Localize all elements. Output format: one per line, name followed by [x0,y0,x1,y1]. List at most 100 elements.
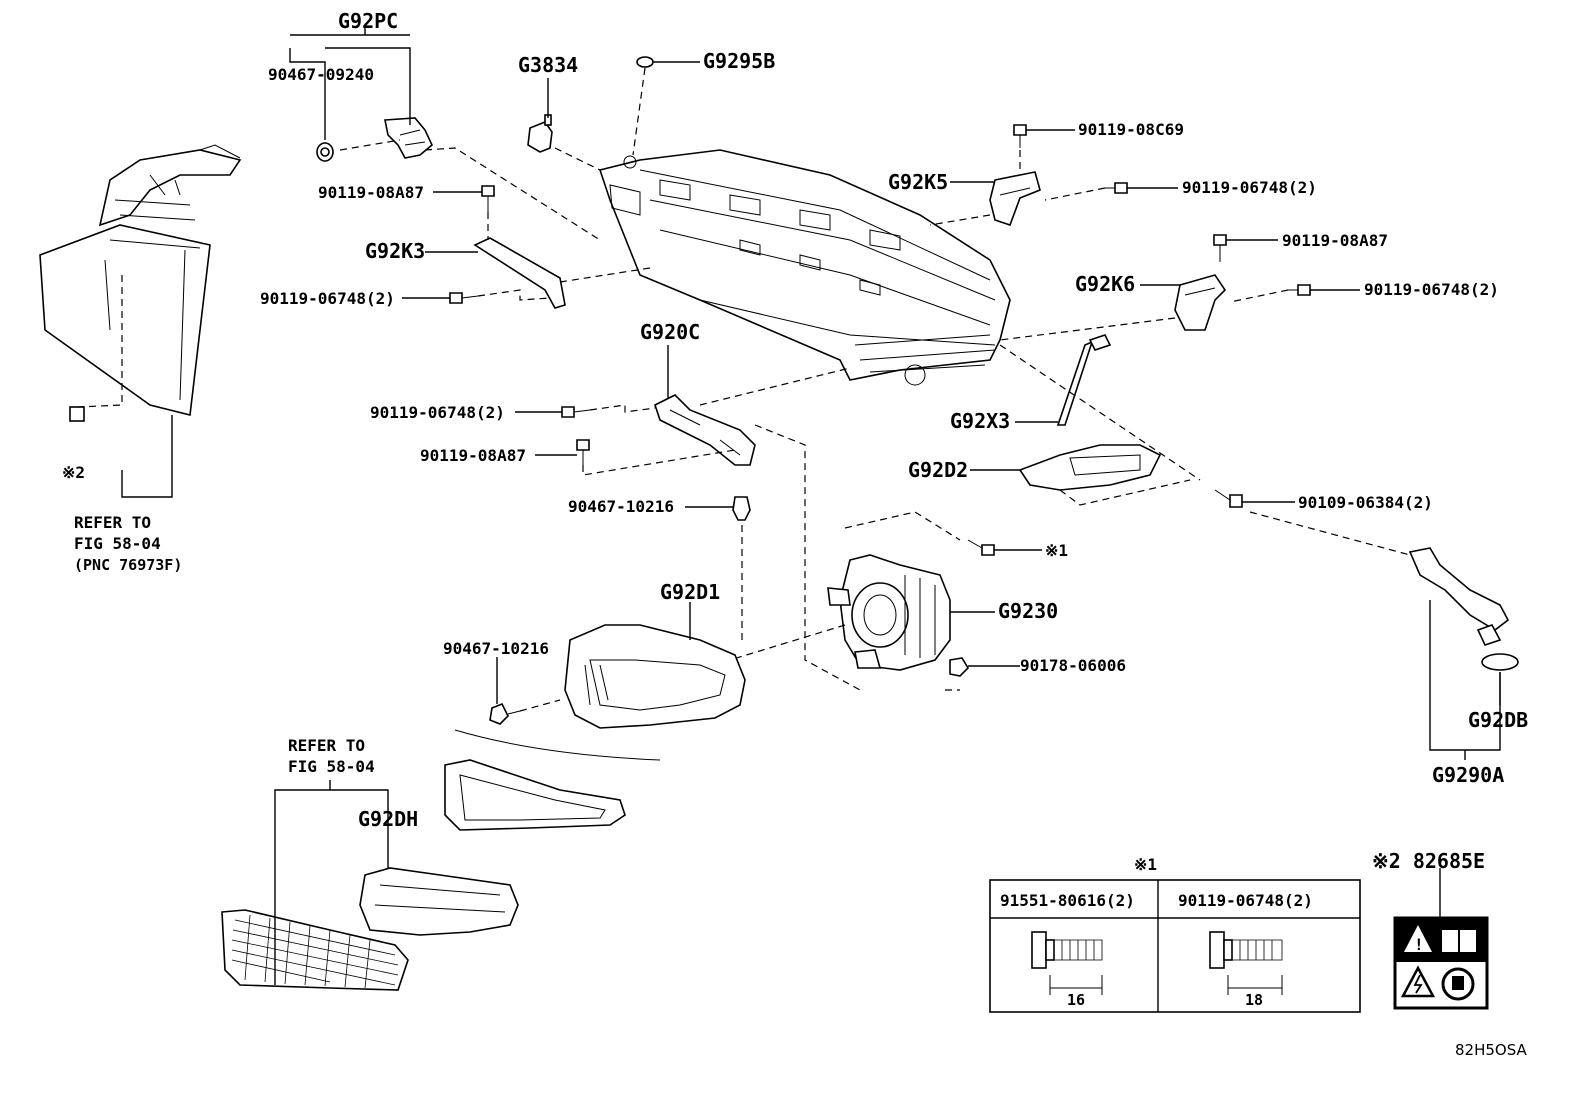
dash-fan-duct [729,624,846,661]
label-g92k5: G92K5 [888,170,948,194]
g92pc-bracket [384,117,433,159]
bolt-90119-06748-a [1105,182,1128,194]
svg-text:!: ! [1414,935,1424,954]
dash-90467-10216-b [519,699,561,712]
label-g92dh: G92DH [358,807,418,831]
fastener-table [989,879,1361,1013]
refer1-line3: (PNC 76973F) [74,556,182,574]
figure-code: 82H5OSA [1455,1041,1528,1059]
g92dh-filter [359,867,519,936]
table-col2-dim: 18 [1245,991,1263,1009]
label-90119-06748-b: 90119-06748(2) [260,289,395,308]
label-90109-06384: 90109-06384(2) [1298,493,1433,512]
g92pc-top-bracket [290,28,410,36]
table-col1-dim: 16 [1067,991,1085,1009]
nut-90178-06006 [949,657,970,677]
g9295b-dash [632,67,646,156]
bolt-icon-18 [1209,931,1283,995]
label-g3834: G3834 [518,53,578,77]
refer2-line1: REFER TO [288,736,365,755]
label-90119-08a87-c: 90119-08A87 [420,446,526,465]
bolt-90119-08A87-c [576,439,590,465]
refer1-line2: FIG 58-04 [74,534,161,553]
dash-g92k3 [477,267,651,301]
label-g92k3: G92K3 [365,239,425,263]
label-note2-ref: ※2 [62,463,85,482]
g9230-blower [827,554,951,671]
label-g92x3: G92X3 [950,409,1010,433]
lead-g9290a [1429,600,1501,760]
label-g9290a: G9290A [1432,763,1504,787]
label-box-title: ※2 82685E [1372,849,1485,873]
clip-90467-09240 [316,142,334,162]
dash-g92d2 [999,344,1201,506]
table-title: ※1 [1134,855,1157,874]
bolt-90119-08A87-a [481,185,495,212]
bolt-90119-06748-c [1288,284,1311,296]
label-90119-06748-a: 90119-06748(2) [1182,178,1317,197]
dash-g920c [589,367,851,413]
label-90467-09240: 90467-09240 [268,65,374,84]
battery-assembly [598,149,1011,386]
label-90119-08c69: 90119-08C69 [1078,120,1184,139]
bolt-90119-06748-b [449,292,479,304]
g9290a-harness [1408,547,1510,646]
warning-label-82685e: ! [1393,868,1489,1010]
dash-g92k5 [929,187,1106,226]
table-col2-part: 90119-06748(2) [1178,891,1313,910]
grille-outline-curve [454,729,661,761]
g92d2-duct [1018,444,1162,491]
g3834-bracket [527,114,553,153]
dash-fan-frame-top [844,511,961,691]
label-g92d2: G92D2 [908,458,968,482]
label-90178-06006: 90178-06006 [1020,656,1126,675]
bolt-90109-06384 [1214,489,1243,508]
g92k3-bracket [473,237,566,309]
label-g920c: G920C [640,320,700,344]
refer2-line2: FIG 58-04 [288,757,375,776]
label-90119-06748-c: 90119-06748(2) [1364,280,1499,299]
label-g92db: G92DB [1468,708,1528,732]
g92x3-rod [1056,334,1112,426]
refer2-bracket [274,780,389,985]
g92d1-duct [564,624,746,729]
dash-fan-frame-left [754,424,861,691]
g9295b-part [636,56,654,68]
refer1-bracket [121,415,173,498]
g92pc-dash [339,139,601,241]
label-note1-ref: ※1 [1045,541,1068,560]
grille-seal [444,759,626,831]
dash-g92k6 [999,289,1289,341]
refer1-line1: REFER TO [74,513,151,532]
g920c-bracket [654,394,756,466]
label-90467-10216-a: 90467-10216 [568,497,674,516]
g92db-grommet [1481,653,1519,671]
clip-90467-10216-b [489,702,521,725]
label-90119-06748-d: 90119-06748(2) [370,403,505,422]
label-g92pc: G92PC [338,9,398,33]
dash-08A87-c [582,449,736,476]
rear-grille [221,909,409,991]
shock-hazard-icon [1400,965,1436,998]
g92k6-bracket [1174,274,1227,331]
label-90119-08a87-a: 90119-08A87 [318,183,424,202]
table-col1-part: 91551-80616(2) [1000,891,1135,910]
g92pc-leader [289,47,411,140]
bolt-90119-08C69 [1013,124,1027,148]
g3834-dash [554,147,601,171]
bolt-icon-16 [1031,931,1103,995]
label-90119-08a87-b: 90119-08A87 [1282,231,1388,250]
clip-90467-10216-a [732,496,751,521]
label-g92d1: G92D1 [660,580,720,604]
label-g92k6: G92K6 [1075,272,1135,296]
panel-dash-line [77,275,123,408]
warning-triangle-icon [1404,925,1432,952]
bolt-note1 [967,539,995,556]
bolt-90119-08A87-b [1213,234,1227,262]
label-90467-10216-b: 90467-10216 [443,639,549,658]
label-g9230: G9230 [998,599,1058,623]
label-g9295b: G9295B [703,49,775,73]
bolt-90119-06748-d [561,406,591,418]
quarter-trim-panel [39,144,242,422]
